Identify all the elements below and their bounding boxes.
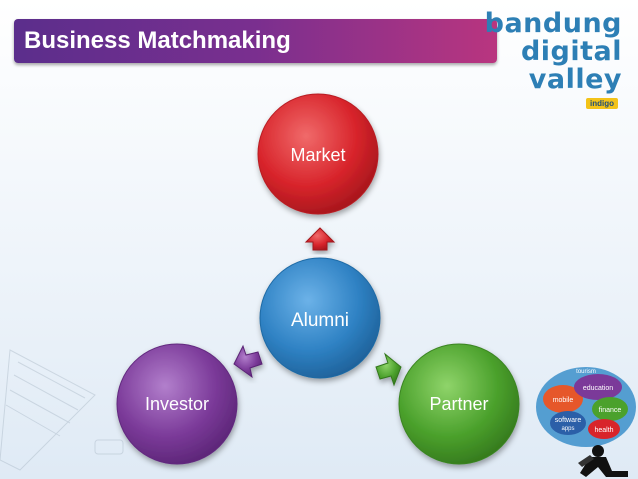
node-partner: Partner bbox=[398, 343, 520, 465]
node-alumni-label: Alumni bbox=[291, 310, 349, 331]
bubble-label: education bbox=[583, 385, 613, 392]
node-market: Market bbox=[257, 93, 379, 215]
bubble-label: health bbox=[594, 427, 613, 434]
node-partner-label: Partner bbox=[429, 394, 488, 414]
bubble-label: tourism bbox=[576, 369, 596, 375]
bubble-label: software bbox=[555, 417, 582, 424]
arrow-to-investor bbox=[233, 344, 263, 379]
arrow-to-market bbox=[304, 227, 336, 251]
node-alumni: Alumni bbox=[259, 257, 381, 379]
bubble-label: finance bbox=[599, 407, 622, 414]
logo-line-1: bandung bbox=[484, 8, 622, 39]
arrow-to-partner bbox=[375, 352, 402, 387]
slide-title: Business Matchmaking bbox=[24, 27, 291, 54]
bubble-label: mobile bbox=[553, 397, 574, 404]
logo-line-3: valley bbox=[528, 64, 622, 95]
node-investor: Investor bbox=[116, 343, 238, 465]
reading-person-icon bbox=[578, 445, 628, 477]
node-market-label: Market bbox=[290, 145, 345, 165]
logo-tag: indigo bbox=[586, 98, 618, 109]
node-investor-label: Investor bbox=[145, 394, 209, 414]
bubbles-illustration: mobile education tourism software apps f… bbox=[536, 367, 636, 477]
keyboard-decoration bbox=[0, 349, 124, 471]
title-bar: Business Matchmaking bbox=[14, 19, 497, 63]
bubble-label: apps bbox=[561, 426, 574, 432]
logo-line-2: digital bbox=[520, 36, 622, 67]
